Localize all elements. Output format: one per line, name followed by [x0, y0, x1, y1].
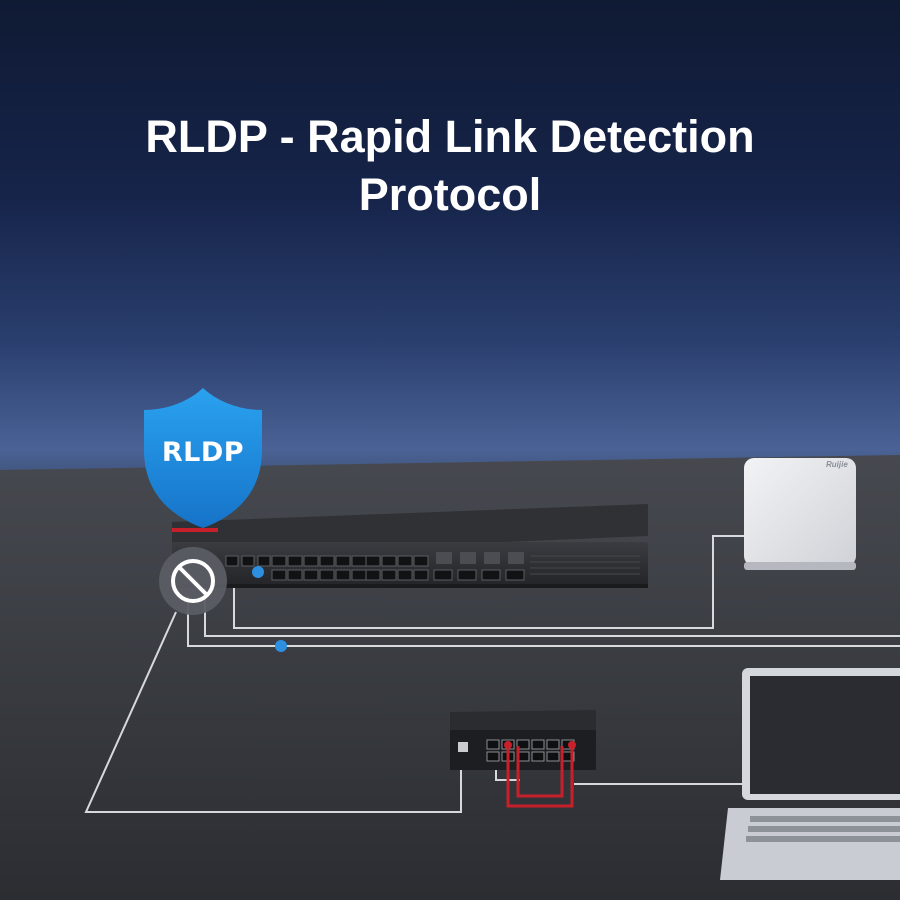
port-indicator-switch — [252, 566, 264, 578]
shield-label: RLDP — [161, 437, 245, 468]
access-point — [744, 458, 856, 570]
page-title: RLDP - Rapid Link Detection Protocol — [0, 108, 900, 224]
loop-cable — [506, 746, 574, 808]
access-point-brand: Ruijie — [826, 460, 848, 469]
laptop — [720, 668, 900, 880]
core-switch — [172, 504, 648, 588]
title-line-2: Protocol — [358, 169, 542, 220]
port-indicator-line — [275, 640, 287, 652]
small-switch — [450, 710, 596, 770]
shield-icon — [144, 388, 262, 528]
link-to-access-point — [233, 535, 745, 629]
link-to-small-switch — [84, 611, 462, 813]
block-icon — [159, 547, 227, 615]
title-line-1: RLDP - Rapid Link Detection — [145, 111, 755, 162]
